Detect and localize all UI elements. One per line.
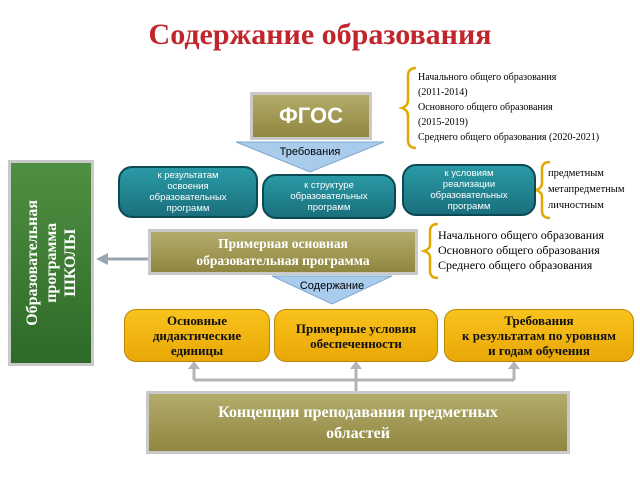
fgos-box: ФГОС [250,92,372,140]
fgos-bracket [398,66,417,150]
model-bracket [420,222,439,280]
results-types: предметным метапредметным личностным [548,168,625,211]
requirement-box-conditions: к условиям реализации образовательных пр… [402,164,536,216]
content-box-didactic-units: Основные дидактические единицы [124,309,270,362]
connector-arrow-mid [350,361,362,369]
requirements-label: Требования [279,146,341,158]
fgos-levels: Начального общего образования (2011-2014… [418,72,600,143]
requirement-box-structure: к структуре образовательных программ [262,174,396,219]
content-box-results: Требования к результатам по уровням и го… [444,309,634,362]
requirements-arrow [235,141,385,173]
fgos-label: ФГОС [279,103,343,128]
requirement-box-results: к результатам освоения образовательных п… [118,166,258,218]
content-arrow [271,275,393,305]
connector-arrow-left [188,361,200,369]
content-label: Содержание [299,280,365,292]
concepts-box: Концепции преподавания предметных област… [146,391,570,454]
school-program-box: Образовательная программа ШКОЛЫ [8,160,94,366]
content-box-conditions: Примерные условия обеспеченности [274,309,438,362]
results-bracket [532,160,551,220]
school-arrow-head [96,253,108,265]
school-program-label: Образовательная программа ШКОЛЫ [23,200,79,326]
model-program-box: Примерная основная образовательная прогр… [148,229,418,275]
connector-arrow-right [508,361,520,369]
model-program-levels: Начального общего образования Основного … [438,228,605,272]
page-title: Содержание образования [148,18,492,51]
